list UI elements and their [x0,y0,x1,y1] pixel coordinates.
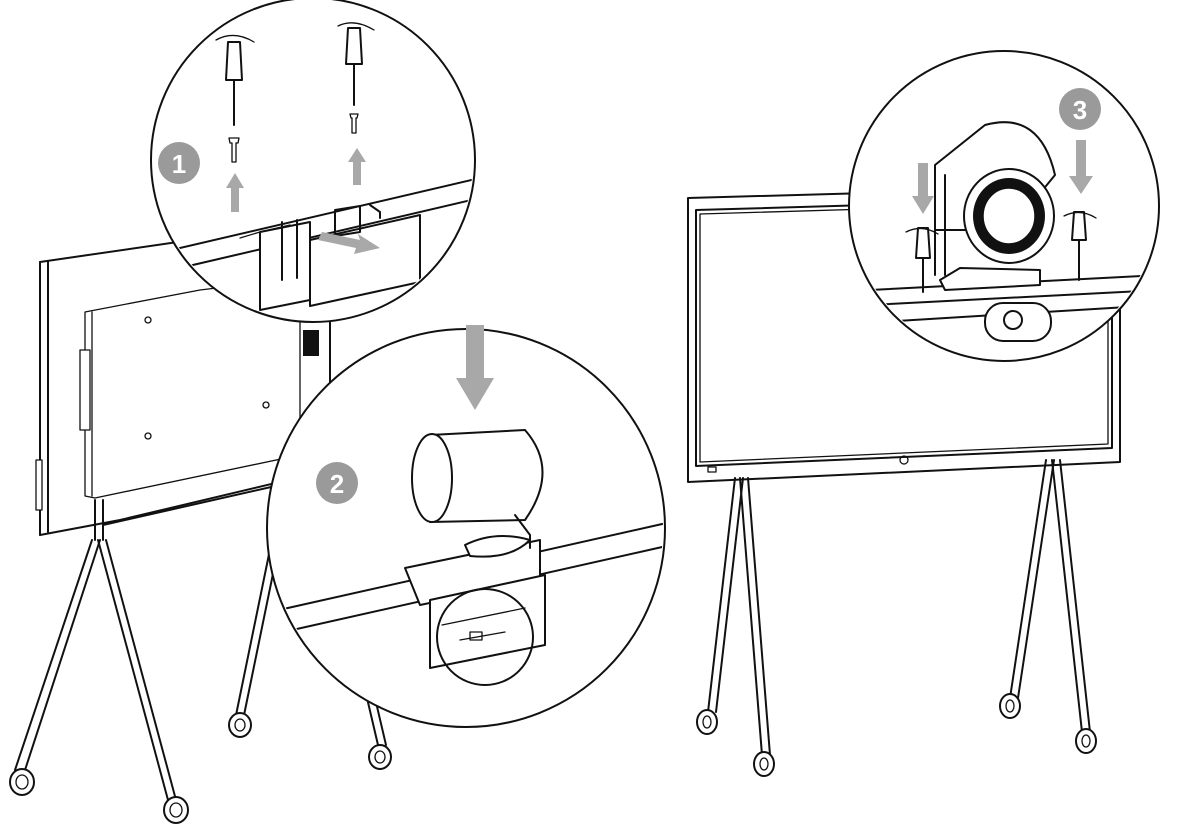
screw-icon [228,113,359,163]
caster-wheel-icon [9,712,392,824]
detail-circle-2: 2 [266,325,666,728]
step-badge-2: 2 [316,462,358,504]
arrow-right-icon [318,232,380,254]
camera-icon [411,429,544,558]
right-stand [707,459,1091,756]
svg-text:3: 3 [1073,95,1087,125]
detail-circle-3: 3 [848,50,1160,362]
screwdriver-icon [905,211,1097,293]
step-badge-3: 3 [1059,88,1101,130]
svg-text:1: 1 [172,149,186,179]
detail-circle-1: 1 [150,0,476,323]
step-badge-1: 1 [158,142,200,184]
arrow-up-icon [226,148,366,212]
screwdriver-icon [215,22,375,126]
arrow-down-icon [912,140,1093,214]
caster-wheel-icon [696,693,1097,777]
camera-icon [934,121,1056,291]
arrow-down-icon [456,325,494,410]
svg-text:2: 2 [330,469,344,499]
